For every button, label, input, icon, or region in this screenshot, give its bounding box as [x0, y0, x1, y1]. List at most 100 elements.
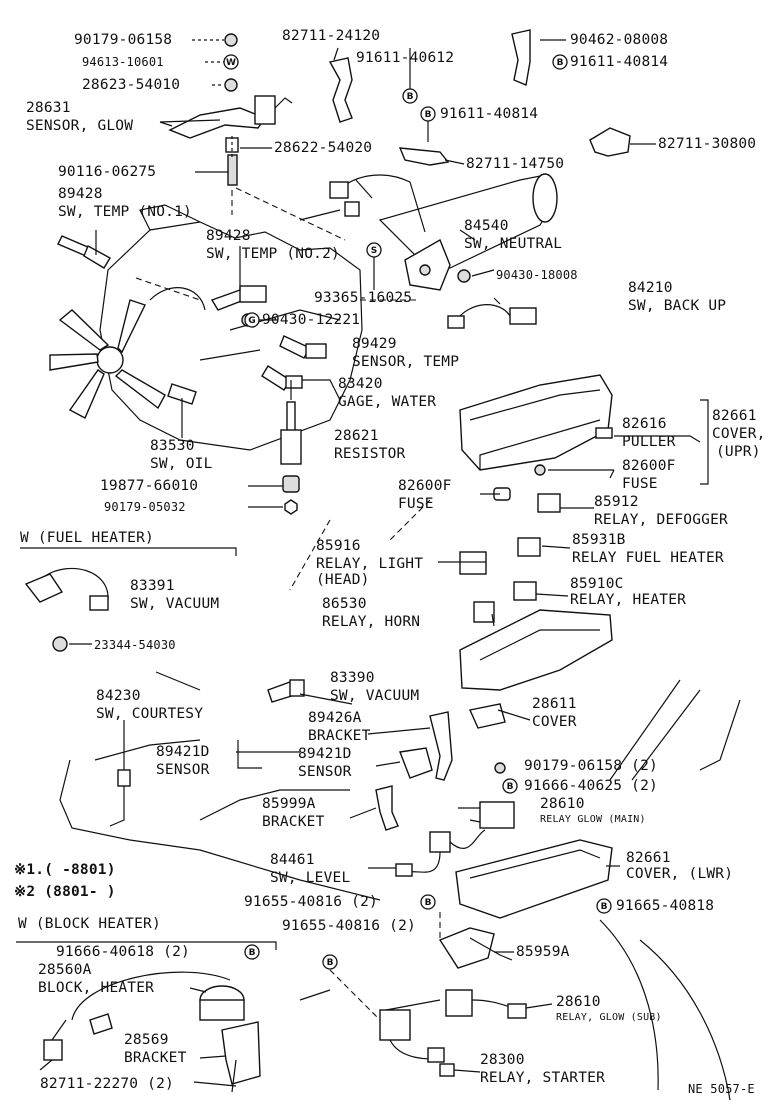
- part-name-level-switch: SW, LEVEL: [270, 870, 351, 886]
- relays-middle: [459, 487, 613, 729]
- part-number-90116-06275: 90116-06275: [58, 164, 157, 180]
- part-number-91611-40814-b: 91611-40814: [570, 54, 669, 70]
- fan-drawing: [49, 299, 166, 419]
- sensor-bracket-area: [237, 711, 518, 877]
- part-number-90179-05032: 90179-05032: [104, 500, 186, 514]
- part-number-90179-06158-2: 90179-06158 (2): [524, 758, 658, 774]
- part-name-water-gage: GAGE, WATER: [338, 394, 437, 410]
- part-number-91666-40618-2: 91666-40618 (2): [56, 944, 190, 960]
- part-name-sensor-left: SENSOR: [156, 762, 210, 778]
- part-number-28560a: 28560A: [38, 962, 92, 978]
- part-number-82600f-left: 82600F: [398, 478, 452, 494]
- part-number-94613-10601: 94613-10601: [82, 55, 164, 69]
- part-name-sensor-right: SENSOR: [298, 764, 352, 780]
- part-number-89428-no1: 89428: [58, 186, 103, 202]
- relay-box-lower-cover: [455, 839, 613, 919]
- part-number-28569: 28569: [124, 1032, 169, 1048]
- part-number-90430-12221: 90430-12221: [262, 312, 361, 328]
- part-name-fuel-heater-relay: RELAY FUEL HEATER: [572, 550, 724, 566]
- part-number-82711-14750: 82711-14750: [466, 156, 565, 172]
- part-name-glow-sensor: SENSOR, GLOW: [26, 118, 134, 134]
- engine-block-drawing: [49, 204, 363, 451]
- part-number-93365-16025: 93365-16025: [314, 290, 413, 306]
- top-left-parts: [159, 33, 346, 241]
- transmission-drawing: [329, 173, 558, 329]
- part-number-83530: 83530: [150, 438, 195, 454]
- part-number-19877-66010: 19877-66010: [100, 478, 199, 494]
- part-number-89426a: 89426A: [308, 710, 362, 726]
- car-body-outline: [59, 679, 741, 1101]
- svg-text:B: B: [249, 948, 256, 958]
- part-name-temp-switch-no1: SW, TEMP (NO.1): [58, 204, 192, 220]
- part-number-23344-54030: 23344-54030: [94, 638, 176, 652]
- part-name-fuse-left: FUSE: [398, 496, 434, 512]
- svg-text:B: B: [425, 898, 432, 908]
- badge-circles-top: B B B S G: [244, 54, 568, 328]
- block-heater-drawing: [43, 944, 261, 1093]
- part-name-courtesy-switch: SW, COURTESY: [96, 706, 204, 722]
- part-number-90179-06158: 90179-06158: [74, 32, 173, 48]
- block-heater-section-label: W (BLOCK HEATER): [18, 916, 161, 932]
- vacuum-switches: [24, 567, 305, 703]
- part-number-91666-40625-2: 91666-40625 (2): [524, 778, 658, 794]
- part-name-neutral-switch: SW, NEUTRAL: [464, 236, 563, 252]
- part-name-glow-relay-sub: RELAY, GLOW (SUB): [556, 1012, 662, 1023]
- part-name-heater-relay: RELAY, HEATER: [570, 592, 687, 608]
- leader-lines: [16, 48, 620, 1087]
- svg-text:B: B: [425, 110, 432, 120]
- part-name-fuse-right: FUSE: [622, 476, 658, 492]
- bottom-relays: [322, 894, 612, 1077]
- part-number-28622-54020: 28622-54020: [274, 140, 373, 156]
- part-number-82711-30800: 82711-30800: [658, 136, 757, 152]
- note-serial-2: ※2 (8801- ): [14, 884, 116, 900]
- part-name-bracket-28569: BRACKET: [124, 1050, 187, 1066]
- part-name-cover: COVER,: [712, 426, 766, 442]
- part-number-85959a: 85959A: [516, 944, 570, 960]
- resistor-drawing: [248, 380, 302, 515]
- part-name-light-relay: RELAY, LIGHT: [316, 556, 424, 572]
- part-name-temp-sensor: SENSOR, TEMP: [352, 354, 460, 370]
- part-name-puller: PULLER: [622, 434, 676, 450]
- part-number-82600f-right: 82600F: [622, 458, 676, 474]
- part-number-28623-54010: 28623-54010: [82, 77, 181, 93]
- part-name-cover-upper: (UPR): [716, 444, 761, 460]
- part-number-85912: 85912: [594, 494, 639, 510]
- svg-text:B: B: [407, 92, 414, 102]
- part-number-82616: 82616: [622, 416, 667, 432]
- svg-text:B: B: [507, 782, 514, 792]
- part-number-28610-sub: 28610: [556, 994, 601, 1010]
- part-name-vacuum-switch: SW, VACUUM: [330, 688, 420, 704]
- part-number-82661-upper: 82661: [712, 408, 757, 424]
- part-name-temp-switch-no2: SW, TEMP (NO.2): [206, 246, 340, 262]
- part-number-28611: 28611: [532, 696, 577, 712]
- badge-labels: W B B B B B: [226, 58, 608, 968]
- part-name-horn-relay: RELAY, HORN: [322, 614, 421, 630]
- part-number-91655-40816-a: 91655-40816 (2): [244, 894, 378, 910]
- relay-box-upper-cover: [459, 374, 709, 485]
- part-number-89421d-left: 89421D: [156, 744, 210, 760]
- part-number-84540: 84540: [464, 218, 509, 234]
- part-name-glow-relay-main: RELAY GLOW (MAIN): [540, 814, 646, 825]
- drawing-id: NE 5057-E: [688, 1082, 755, 1096]
- part-name-starter-relay: RELAY, STARTER: [480, 1070, 606, 1086]
- part-name-vacuum-switch-fuel: SW, VACUUM: [130, 596, 220, 612]
- part-name-bracket-85999a: BRACKET: [262, 814, 325, 830]
- part-name-back-up-switch: SW, BACK UP: [628, 298, 727, 314]
- courtesy-switch: [109, 720, 131, 827]
- part-number-90462-08008: 90462-08008: [570, 32, 669, 48]
- part-number-83391: 83391: [130, 578, 175, 594]
- part-number-91611-40612: 91611-40612: [356, 50, 455, 66]
- svg-text:G: G: [248, 316, 255, 326]
- part-number-82711-22270-2: 82711-22270 (2): [40, 1076, 174, 1092]
- svg-text:S: S: [371, 246, 377, 256]
- part-number-82661-lower: 82661: [626, 850, 671, 866]
- part-number-89428-no2: 89428: [206, 228, 251, 244]
- part-number-84461: 84461: [270, 852, 315, 868]
- part-number-28610-main: 28610: [540, 796, 585, 812]
- top-right-brackets: [328, 29, 656, 166]
- part-number-85910c: 85910C: [570, 576, 624, 592]
- svg-text:B: B: [557, 58, 564, 68]
- part-number-83390: 83390: [330, 670, 375, 686]
